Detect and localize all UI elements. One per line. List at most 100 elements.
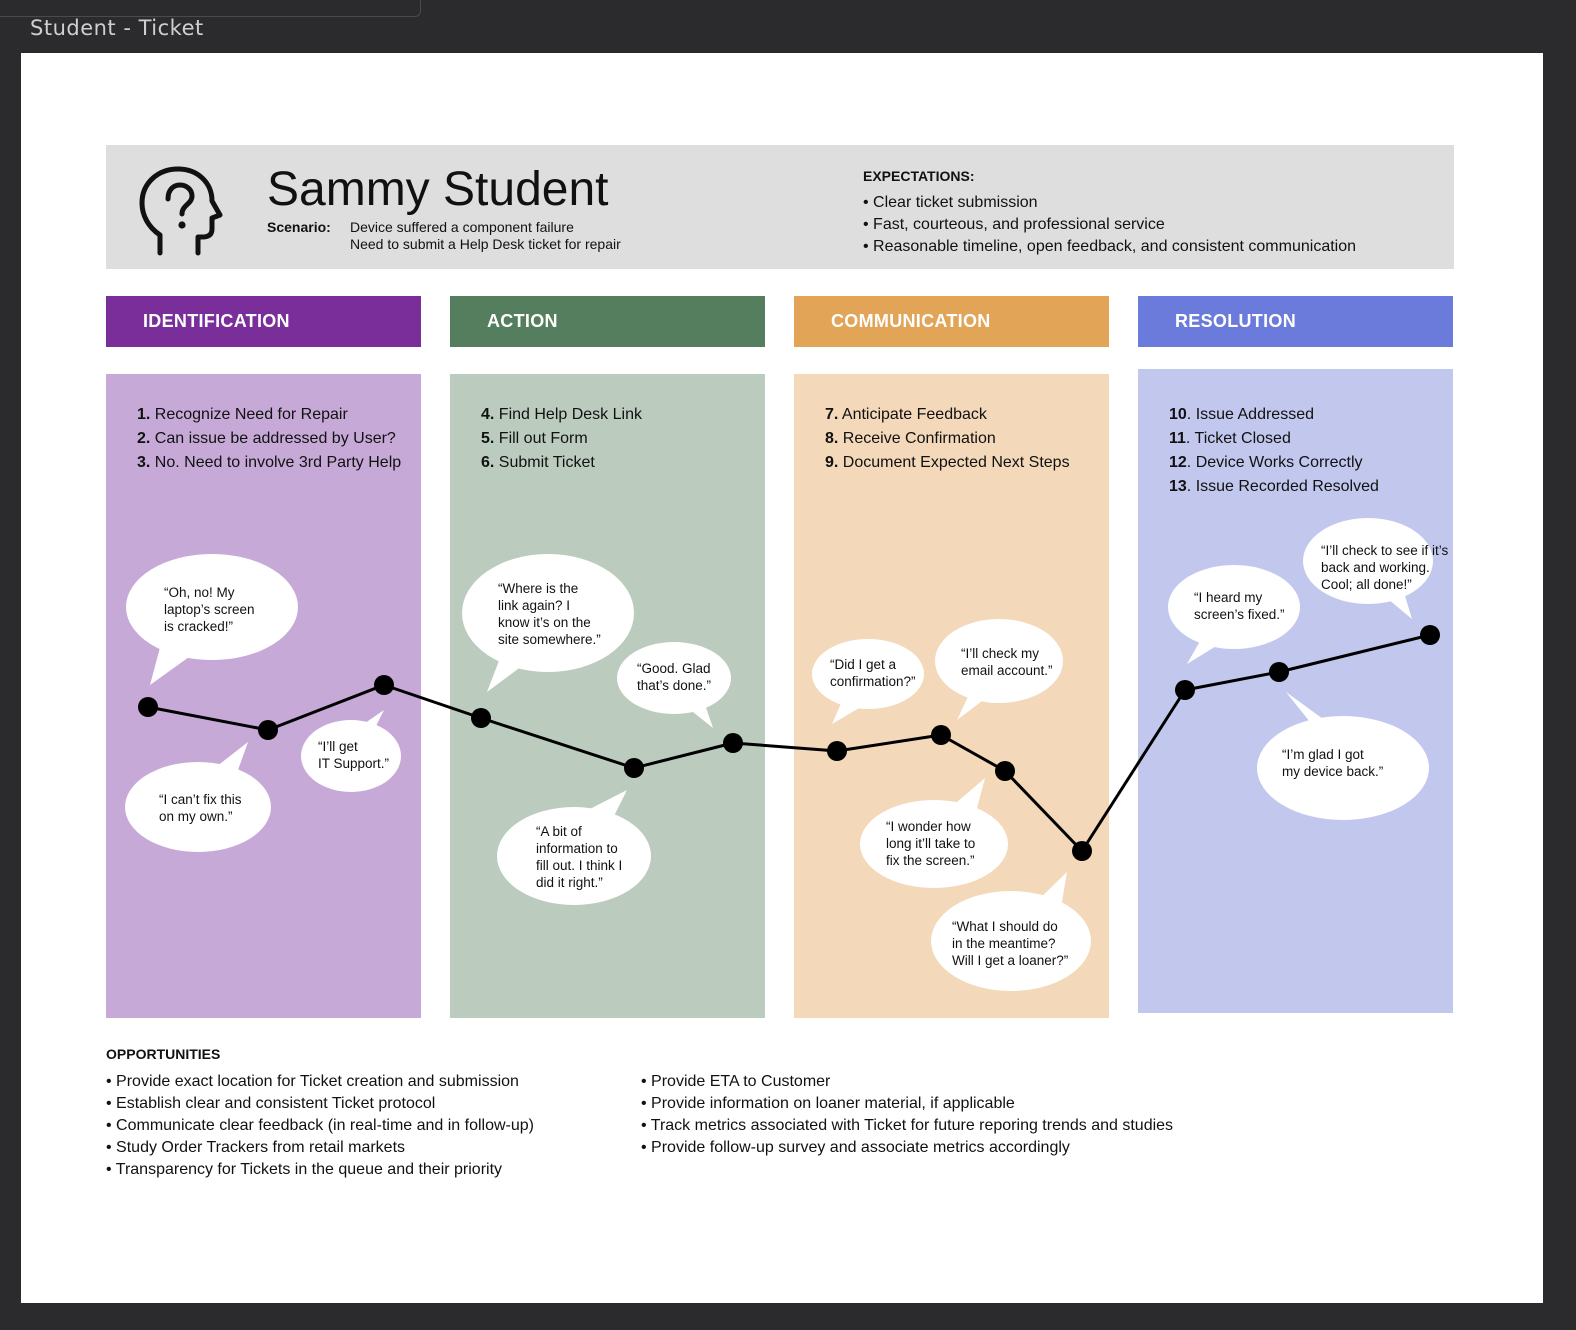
speech-bubble: “Oh, no! My laptop’s screen is cracked!” <box>126 554 298 685</box>
journey-point <box>1420 625 1440 645</box>
speech-bubble: “I’m glad I got my device back.” <box>1257 692 1429 820</box>
step-item: 6. Submit Ticket <box>481 454 595 471</box>
expectation-item: • Fast, courteous, and professional serv… <box>863 216 1165 233</box>
head-question-icon <box>139 166 223 256</box>
step-item: 8. Receive Confirmation <box>825 430 996 447</box>
phase-header-action: ACTION <box>450 296 765 347</box>
quote-line: email account.” <box>961 663 1053 678</box>
quote-line: Will I get a loaner?” <box>952 953 1068 968</box>
quote-line: “Good. Glad <box>637 661 711 676</box>
step-item: 9. Document Expected Next Steps <box>825 454 1070 471</box>
window-tab-strip <box>0 0 421 17</box>
step-item: 2. Can issue be addressed by User? <box>137 430 396 447</box>
expectation-item: • Clear ticket submission <box>863 194 1038 211</box>
step-item: 1. Recognize Need for Repair <box>137 406 348 423</box>
quote-line: on my own.” <box>159 809 233 824</box>
quote-line: in the meantime? <box>952 936 1056 951</box>
quote-line: back and working. <box>1321 560 1430 575</box>
scenario-line: Device suffered a component failure <box>350 219 574 235</box>
step-item: 5. Fill out Form <box>481 430 588 447</box>
journey-point <box>1175 680 1195 700</box>
quote-line: my device back.” <box>1282 764 1383 779</box>
step-item: 3. No. Need to involve 3rd Party Help <box>137 454 402 471</box>
quote-line: “I wonder how <box>886 819 971 834</box>
quote-line: “I can’t fix this <box>159 792 242 807</box>
quote-line: laptop’s screen <box>164 602 255 617</box>
quote-line: “I’m glad I got <box>1282 747 1364 762</box>
quote-line: did it right.” <box>536 875 603 890</box>
speech-bubble: “I’ll get IT Support.” <box>301 710 401 792</box>
opportunity-item: • Provide exact location for Ticket crea… <box>106 1073 519 1090</box>
journey-point <box>1072 841 1092 861</box>
speech-bubble: “I wonder how long it’ll take to fix the s… <box>860 778 1008 888</box>
window-title: Student - Ticket <box>30 16 204 40</box>
quote-line: “Where is the <box>498 581 578 596</box>
speech-bubble: “A bit of information to fill out. I think… <box>497 790 651 905</box>
phase-column-identification <box>106 374 421 1018</box>
quote-line: that’s done.” <box>637 678 711 693</box>
quote-line: screen’s fixed.” <box>1194 607 1285 622</box>
journey-point <box>1269 662 1289 682</box>
quote-line: site somewhere.” <box>498 632 601 647</box>
quote-line: confirmation?” <box>830 674 916 689</box>
speech-bubble: “I’ll check to see if it’s back and worki… <box>1303 518 1449 619</box>
scenario-line: Need to submit a Help Desk ticket for re… <box>350 236 621 252</box>
opportunity-item: • Track metrics associated with Ticket f… <box>641 1117 1174 1134</box>
opportunity-item: • Establish clear and consistent Ticket … <box>106 1095 436 1112</box>
quote-line: “Did I get a <box>830 657 897 672</box>
step-item: 4. Find Help Desk Link <box>481 406 642 423</box>
quote-line: “I’ll check my <box>961 646 1039 661</box>
opportunity-item: • Provide ETA to Customer <box>641 1073 831 1090</box>
step-item: 13. Issue Recorded Resolved <box>1169 478 1379 495</box>
quote-line: “I’ll check to see if it’s <box>1321 543 1449 558</box>
quote-line: “A bit of <box>536 824 582 839</box>
quote-line: information to <box>536 841 618 856</box>
persona-header <box>106 145 1454 269</box>
journey-point <box>723 733 743 753</box>
journey-point <box>624 758 644 778</box>
quote-line: long it’ll take to <box>886 836 975 851</box>
speech-bubble: “Did I get a confirmation?” <box>812 639 924 724</box>
opportunity-item: • Provide follow-up survey and associate… <box>641 1139 1070 1156</box>
opportunity-item: • Provide information on loaner material… <box>641 1095 1015 1112</box>
persona-name: Sammy Student <box>267 163 609 216</box>
journey-point <box>827 741 847 761</box>
journey-point <box>258 720 278 740</box>
quote-line: “What I should do <box>952 919 1058 934</box>
speech-bubble: “I’ll check my email account.” <box>935 619 1063 720</box>
step-item: 12. Device Works Correctly <box>1169 454 1363 471</box>
speech-bubble: “Good. Glad that’s done.” <box>617 642 731 728</box>
speech-bubble: “I heard my screen’s fixed.” <box>1168 565 1300 664</box>
journey-point <box>995 761 1015 781</box>
journey-point <box>931 725 951 745</box>
journey-point <box>374 675 394 695</box>
quote-line: Cool; all done!” <box>1321 577 1412 592</box>
quote-line: fill out. I think I <box>536 858 622 873</box>
journey-point <box>471 708 491 728</box>
speech-bubble: “Where is the link again? I know it’s on t… <box>462 554 634 692</box>
expectation-item: • Reasonable timeline, open feedback, an… <box>863 238 1357 255</box>
opportunities-title: OPPORTUNITIES <box>106 1046 221 1062</box>
opportunity-item: • Study Order Trackers from retail marke… <box>106 1139 406 1156</box>
quote-line: is cracked!” <box>164 619 233 634</box>
opportunity-item: • Transparency for Tickets in the queue … <box>106 1161 503 1178</box>
scenario-label: Scenario: <box>267 219 331 235</box>
quote-line: know it’s on the <box>498 615 591 630</box>
quote-line: IT Support.” <box>318 756 389 771</box>
quote-line: “I’ll get <box>318 739 358 754</box>
journey-point <box>138 697 158 717</box>
phase-header-identification: IDENTIFICATION <box>106 296 421 347</box>
quote-line: “Oh, no! My <box>164 585 235 600</box>
quote-line: fix the screen.” <box>886 853 975 868</box>
quote-line: “I heard my <box>1194 590 1263 605</box>
speech-bubble: “I can’t fix this on my own.” <box>125 742 271 852</box>
quote-line: link again? I <box>498 598 570 613</box>
speech-bubble: “What I should do in the meantime? Will I … <box>931 872 1091 991</box>
phase-header-communication: COMMUNICATION <box>794 296 1109 347</box>
step-item: 7. Anticipate Feedback <box>825 406 987 423</box>
phase-header-resolution: RESOLUTION <box>1138 296 1453 347</box>
step-item: 11. Ticket Closed <box>1169 430 1291 447</box>
step-item: 10. Issue Addressed <box>1169 406 1314 423</box>
opportunity-item: • Communicate clear feedback (in real-ti… <box>106 1117 535 1134</box>
